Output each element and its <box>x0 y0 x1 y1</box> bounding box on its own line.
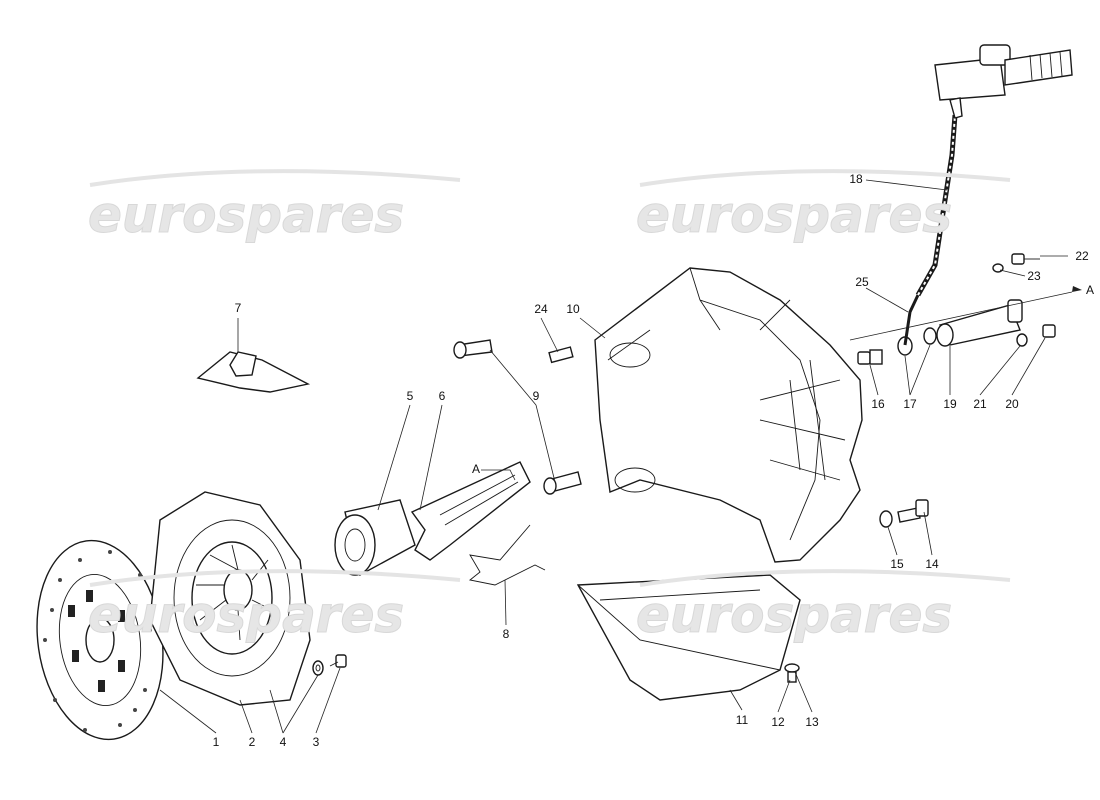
rigid-pipe <box>903 294 920 346</box>
label-18: 18 <box>849 172 863 186</box>
bolt-washer <box>312 654 347 676</box>
label-3: 3 <box>313 735 320 749</box>
flexible-hose <box>915 114 958 297</box>
cylinder-bolt <box>1016 324 1056 347</box>
label-9: 9 <box>533 389 540 403</box>
release-fork <box>410 461 531 561</box>
pad <box>196 351 311 393</box>
watermark-text: eurospares <box>636 186 952 244</box>
label-15: 15 <box>890 557 904 571</box>
leader-lines <box>159 179 1068 734</box>
master-cylinder <box>934 44 1073 119</box>
label-8: 8 <box>503 627 510 641</box>
label-5: 5 <box>407 389 414 403</box>
label-a-fork: A <box>472 462 480 476</box>
label-12: 12 <box>771 715 785 729</box>
watermark-text: eurospares <box>636 586 952 644</box>
label-25: 25 <box>855 275 869 289</box>
release-bearing <box>334 499 416 577</box>
slave-cylinder <box>849 286 1082 347</box>
label-7: 7 <box>235 301 242 315</box>
label-a-cylinder: A <box>1086 283 1094 297</box>
part-labels: 1 2 4 3 7 5 6 9 24 10 8 11 12 13 14 15 1… <box>213 172 1094 749</box>
bellhousing <box>594 267 863 563</box>
bellhousing-bolt <box>879 499 929 528</box>
cover-plate <box>576 574 801 701</box>
label-10: 10 <box>566 302 580 316</box>
bleed-screw <box>992 253 1040 273</box>
dowel <box>548 346 574 364</box>
label-4: 4 <box>280 735 287 749</box>
retaining-spring <box>468 524 546 586</box>
label-16: 16 <box>871 397 885 411</box>
label-14: 14 <box>925 557 939 571</box>
label-11: 11 <box>736 713 749 727</box>
label-1: 1 <box>213 735 220 749</box>
watermark-text: eurospares <box>88 586 404 644</box>
label-23: 23 <box>1027 269 1041 283</box>
label-6: 6 <box>439 389 446 403</box>
label-21: 21 <box>973 397 987 411</box>
label-17: 17 <box>903 397 917 411</box>
cover-bolt <box>784 663 800 683</box>
label-22: 22 <box>1075 249 1089 263</box>
label-20: 20 <box>1005 397 1019 411</box>
watermarks: eurospares eurospares eurospares eurospa… <box>88 169 1011 645</box>
label-19: 19 <box>943 397 957 411</box>
label-2: 2 <box>249 735 256 749</box>
union-fittings <box>857 327 937 365</box>
label-24: 24 <box>534 302 548 316</box>
watermark-text: eurospares <box>88 186 404 244</box>
clutch-disc <box>36 539 164 741</box>
label-13: 13 <box>805 715 819 729</box>
